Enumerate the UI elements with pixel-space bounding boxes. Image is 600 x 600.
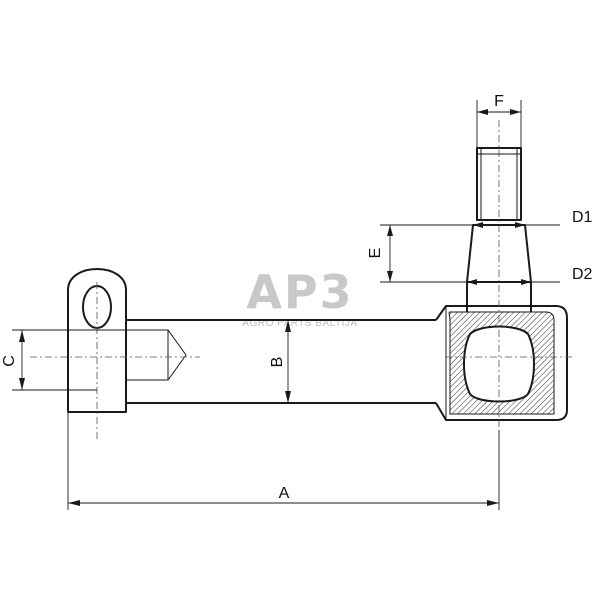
dimension-d1-label: D1 bbox=[572, 209, 593, 226]
dimension-e-label: E bbox=[367, 248, 384, 259]
dimension-b: B bbox=[269, 320, 291, 403]
dimension-a-label: A bbox=[279, 485, 290, 502]
socket-housing bbox=[435, 305, 568, 421]
dimension-b-label: B bbox=[269, 357, 286, 368]
watermark-tagline: AGRO PARTS BALTIJA bbox=[242, 318, 357, 329]
shaft bbox=[126, 319, 436, 404]
dimension-d2-label: D2 bbox=[572, 266, 593, 283]
center-lines bbox=[30, 120, 575, 440]
dimension-c: C bbox=[1, 329, 126, 391]
watermark-logo: AP3 bbox=[246, 265, 353, 319]
dimension-e: E bbox=[367, 225, 393, 282]
dimension-f: F bbox=[476, 93, 522, 148]
dimension-d1: D1 bbox=[380, 209, 593, 228]
dimension-d2: D2 bbox=[380, 266, 593, 285]
watermark: AP3 AGRO PARTS BALTIJA bbox=[242, 265, 357, 329]
dimension-a: A bbox=[67, 412, 500, 510]
dimension-c-label: C bbox=[1, 355, 18, 367]
dimension-f-label: F bbox=[494, 93, 504, 110]
